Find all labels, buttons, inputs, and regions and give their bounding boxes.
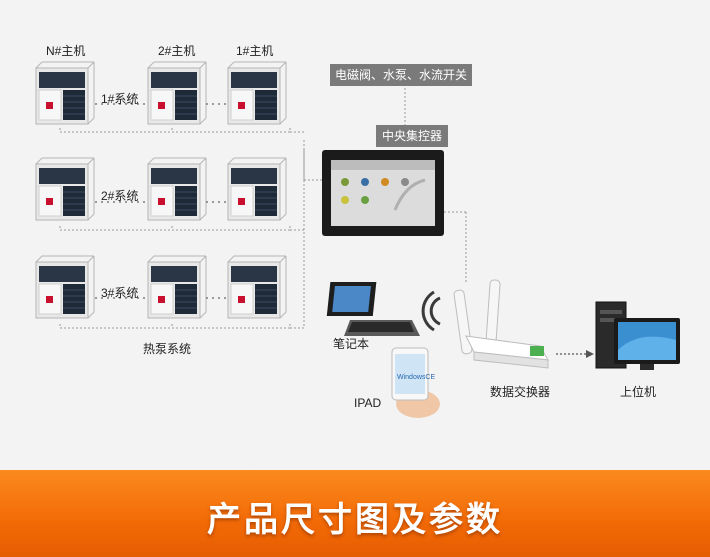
system-diagram-panel: N#主机 2#主机 1#主机 1#系统 2#系统 3#系统 热泵系统 电磁阀、水… [0, 0, 710, 470]
heat-pump-unit [35, 255, 95, 319]
heat-pump-system-label: 热泵系统 [143, 342, 192, 356]
unit-2-label: 2#主机 [158, 44, 196, 58]
laptop-label: 笔记本 [333, 337, 370, 351]
heat-pump-unit [147, 255, 207, 319]
ipad-label: IPAD [354, 396, 382, 410]
host-pc-device [595, 301, 680, 370]
wifi-icon [421, 290, 441, 332]
unit-1-label: 1#主机 [236, 44, 274, 58]
banner: 产品尺寸图及参数 [0, 470, 710, 557]
laptop-device [326, 282, 420, 336]
system-1-label: 1#系统 [101, 92, 139, 106]
unit-n-label: N#主机 [46, 44, 86, 58]
valves-pumps-callout: 电磁阀、水泵、水流开关 [330, 64, 472, 86]
host-pc-label: 上位机 [620, 385, 657, 399]
heat-pump-unit [147, 61, 207, 125]
data-switch-device [453, 279, 549, 369]
central-controller-callout: 中央集控器 [376, 125, 448, 147]
heat-pump-unit [35, 61, 95, 125]
ipad-device [391, 347, 440, 418]
ipad-screen-text: WindowsCE [397, 374, 436, 381]
heat-pump-unit [35, 157, 95, 221]
heat-pump-unit [147, 157, 207, 221]
system-3-label: 3#系统 [101, 286, 139, 300]
banner-title: 产品尺寸图及参数 [207, 500, 503, 540]
central-controller-device [322, 150, 444, 236]
switch-label: 数据交换器 [490, 385, 551, 399]
connection-lines [35, 61, 680, 418]
heat-pump-unit [227, 255, 287, 319]
heat-pump-unit [227, 157, 287, 221]
system-2-label: 2#系统 [101, 189, 139, 203]
heat-pump-unit [227, 61, 287, 125]
